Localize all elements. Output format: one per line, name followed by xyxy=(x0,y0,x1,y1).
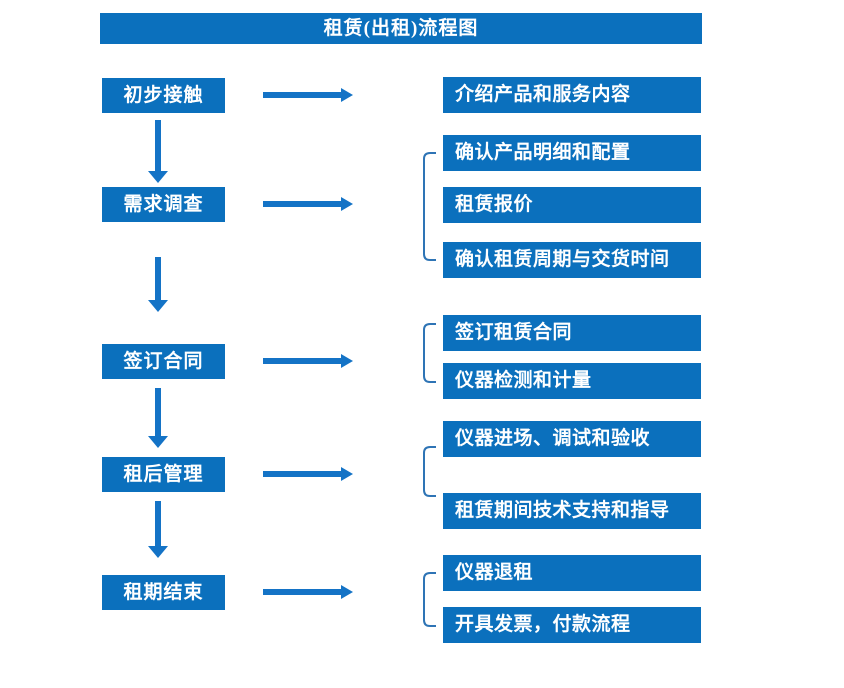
arrow-right-icon xyxy=(263,197,353,211)
arrow-right-icon xyxy=(263,585,353,599)
detail-box-2-2: 租赁报价 xyxy=(443,187,701,223)
detail-box-3-2: 仪器检测和计量 xyxy=(443,363,701,399)
detail-box-4-1: 仪器进场、调试和验收 xyxy=(443,421,701,457)
bracket-connector xyxy=(423,152,436,261)
step-box-1: 初步接触 xyxy=(102,78,225,113)
arrow-down-icon xyxy=(148,120,168,183)
detail-box-1-1: 介绍产品和服务内容 xyxy=(443,77,701,113)
detail-box-3-1: 签订租赁合同 xyxy=(443,315,701,351)
arrow-right-icon xyxy=(263,88,353,102)
detail-box-5-2: 开具发票，付款流程 xyxy=(443,607,701,643)
step-box-4: 租后管理 xyxy=(102,457,225,492)
detail-box-2-3: 确认租赁周期与交货时间 xyxy=(443,242,701,278)
detail-box-2-1: 确认产品明细和配置 xyxy=(443,135,701,171)
flowchart-title: 租赁(出租)流程图 xyxy=(100,13,702,44)
arrow-down-icon xyxy=(148,501,168,558)
step-box-5: 租期结束 xyxy=(102,575,225,610)
step-box-3: 签订合同 xyxy=(102,344,225,379)
detail-box-4-2: 租赁期间技术支持和指导 xyxy=(443,493,701,529)
arrow-down-icon xyxy=(148,388,168,448)
detail-box-5-1: 仪器退租 xyxy=(443,555,701,591)
bracket-connector xyxy=(423,323,436,383)
bracket-connector xyxy=(423,446,436,497)
arrow-right-icon xyxy=(263,467,353,481)
arrow-right-icon xyxy=(263,354,353,368)
arrow-down-icon xyxy=(148,257,168,312)
bracket-connector xyxy=(423,572,436,627)
step-box-2: 需求调查 xyxy=(102,187,225,222)
